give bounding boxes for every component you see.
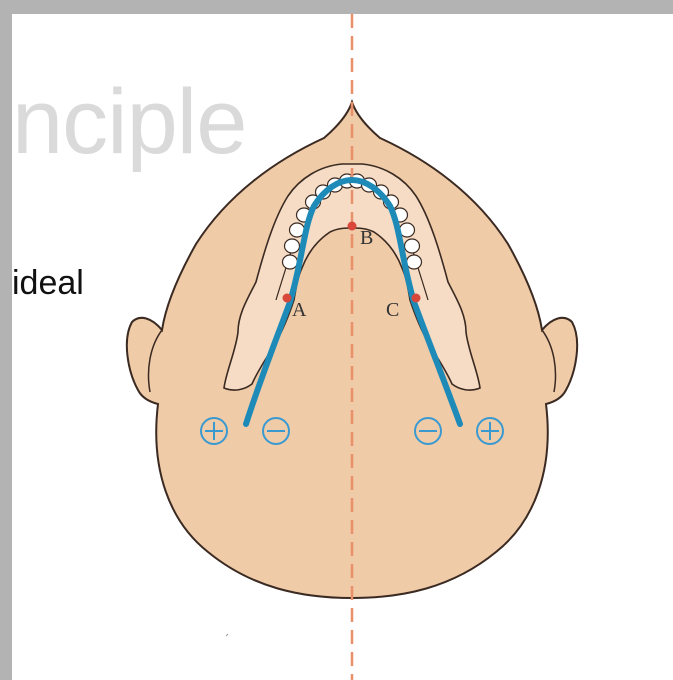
tooth [283, 255, 298, 269]
point-b-marker [348, 222, 357, 231]
point-c-marker [412, 294, 421, 303]
point-a-marker [283, 294, 292, 303]
head-diagram: A B C [12, 14, 673, 680]
stray-mark [226, 634, 228, 636]
tooth [407, 255, 422, 269]
tooth [285, 239, 300, 253]
slide: nciple ideal A B C [12, 14, 673, 680]
point-a-label: A [292, 299, 307, 321]
point-b-label: B [360, 227, 373, 249]
tooth [405, 239, 420, 253]
point-c-label: C [386, 299, 399, 321]
